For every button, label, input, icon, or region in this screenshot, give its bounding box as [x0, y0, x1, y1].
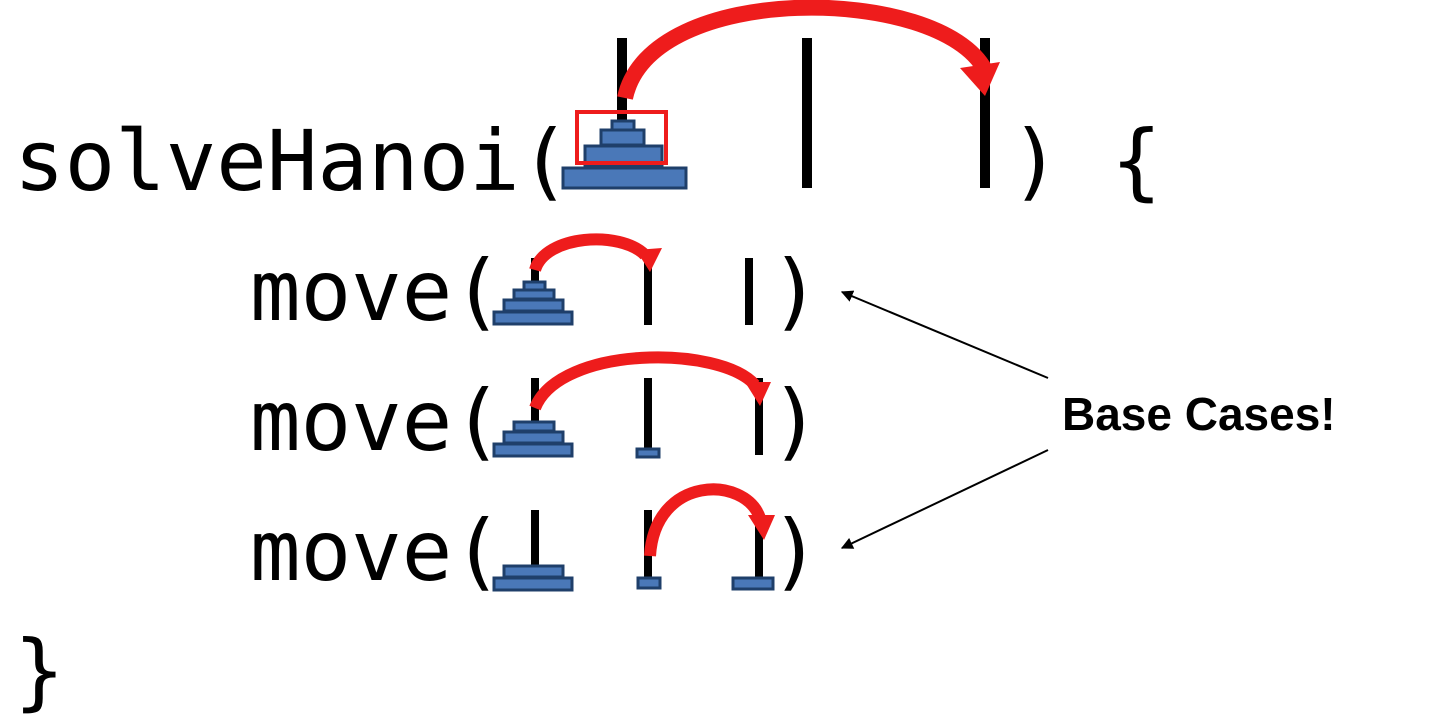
- call-1-prefix: move(: [250, 242, 503, 340]
- disk-smallest: [635, 447, 661, 459]
- function-name: solveHanoi(: [14, 112, 570, 210]
- disk-smallest: [522, 280, 547, 292]
- call-2-suffix: ): [770, 372, 821, 470]
- disk-medium: [502, 564, 565, 579]
- disk-smallest: [636, 576, 662, 590]
- disk-smallest: [610, 119, 636, 132]
- move-arrow-icon: [617, 0, 993, 101]
- move-arrow-icon: [529, 233, 650, 273]
- arrow-head: [636, 248, 662, 272]
- disk-large: [492, 442, 574, 458]
- selection-box: [575, 110, 668, 165]
- call-3-suffix: ): [770, 502, 821, 600]
- disk-large: [561, 166, 688, 190]
- base-cases-label: Base Cases!: [1062, 388, 1336, 440]
- hanoi-call-1: [492, 233, 753, 326]
- callout-arrow-icon: [840, 449, 1049, 549]
- disk-small: [731, 576, 775, 591]
- disk-small: [512, 420, 556, 433]
- hanoi-call-3: [492, 483, 775, 592]
- disk-large: [492, 576, 574, 592]
- move-arrow-icon: [529, 351, 760, 411]
- arrow-head: [745, 382, 771, 406]
- disk-medium: [502, 430, 565, 445]
- call-3-prefix: move(: [250, 502, 503, 600]
- disk-large: [492, 310, 574, 326]
- function-close: ) {: [1010, 112, 1162, 210]
- arrow-head: [748, 515, 775, 540]
- closing-brace: }: [14, 622, 65, 720]
- call-2-prefix: move(: [250, 372, 503, 470]
- disk-small: [599, 128, 646, 147]
- disk-medium: [502, 298, 565, 313]
- hanoi-main-state: [561, 0, 1000, 190]
- hanoi-call-2: [492, 351, 771, 459]
- move-arrow-icon: [644, 483, 766, 557]
- callout-arrow-icon: [840, 290, 1049, 379]
- call-1-suffix: ): [770, 242, 821, 340]
- arrow-head-main: [960, 62, 1000, 96]
